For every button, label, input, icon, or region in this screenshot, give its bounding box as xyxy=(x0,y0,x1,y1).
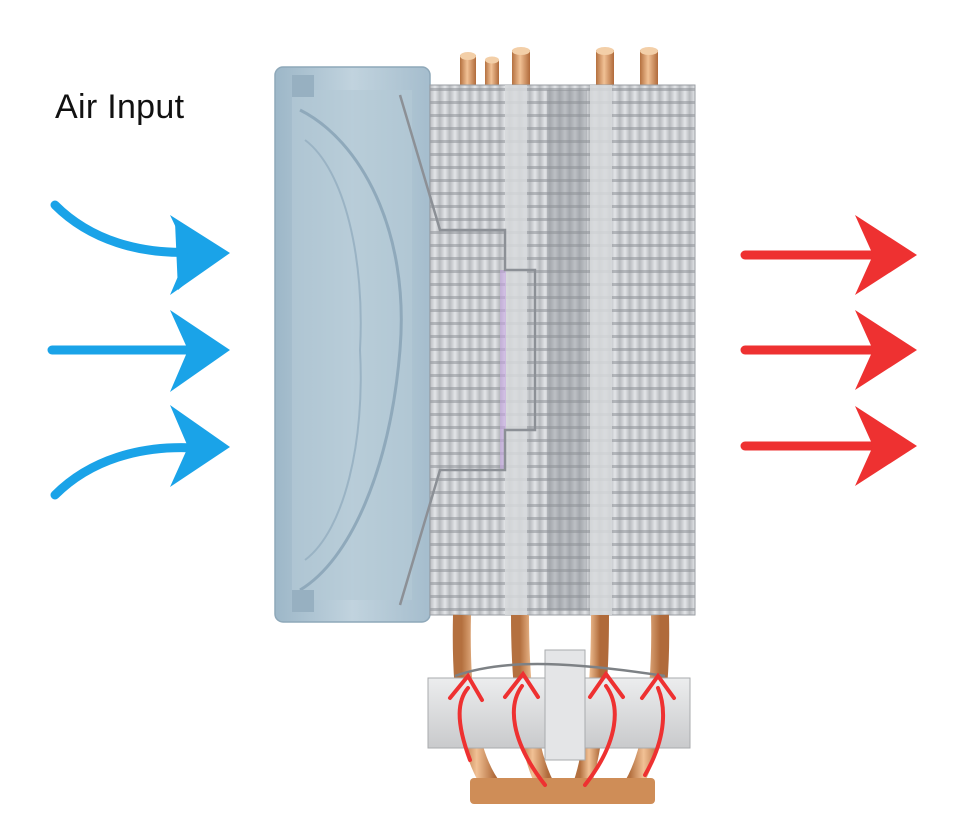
input-arrow-middle-icon xyxy=(47,310,230,392)
output-arrow-middle-icon xyxy=(740,310,917,390)
heat-rise-arrows xyxy=(448,670,676,787)
air-input-arrows xyxy=(47,200,230,500)
input-arrow-bottom-icon xyxy=(50,405,230,500)
air-input-label: Air Input xyxy=(55,88,185,126)
heatsink-fins-icon xyxy=(398,84,696,616)
fan-icon xyxy=(274,66,431,623)
output-arrow-bottom-icon xyxy=(740,406,917,486)
input-arrow-top-icon xyxy=(50,200,230,295)
base-mount-icon xyxy=(427,614,691,804)
heat-arrow-1-icon xyxy=(448,672,484,762)
heat-arrow-4-icon xyxy=(640,672,676,777)
heat-arrow-3-icon xyxy=(583,670,625,787)
output-arrow-top-icon xyxy=(740,215,917,295)
heat-arrow-2-icon xyxy=(503,670,547,787)
air-output-arrows xyxy=(740,215,917,486)
